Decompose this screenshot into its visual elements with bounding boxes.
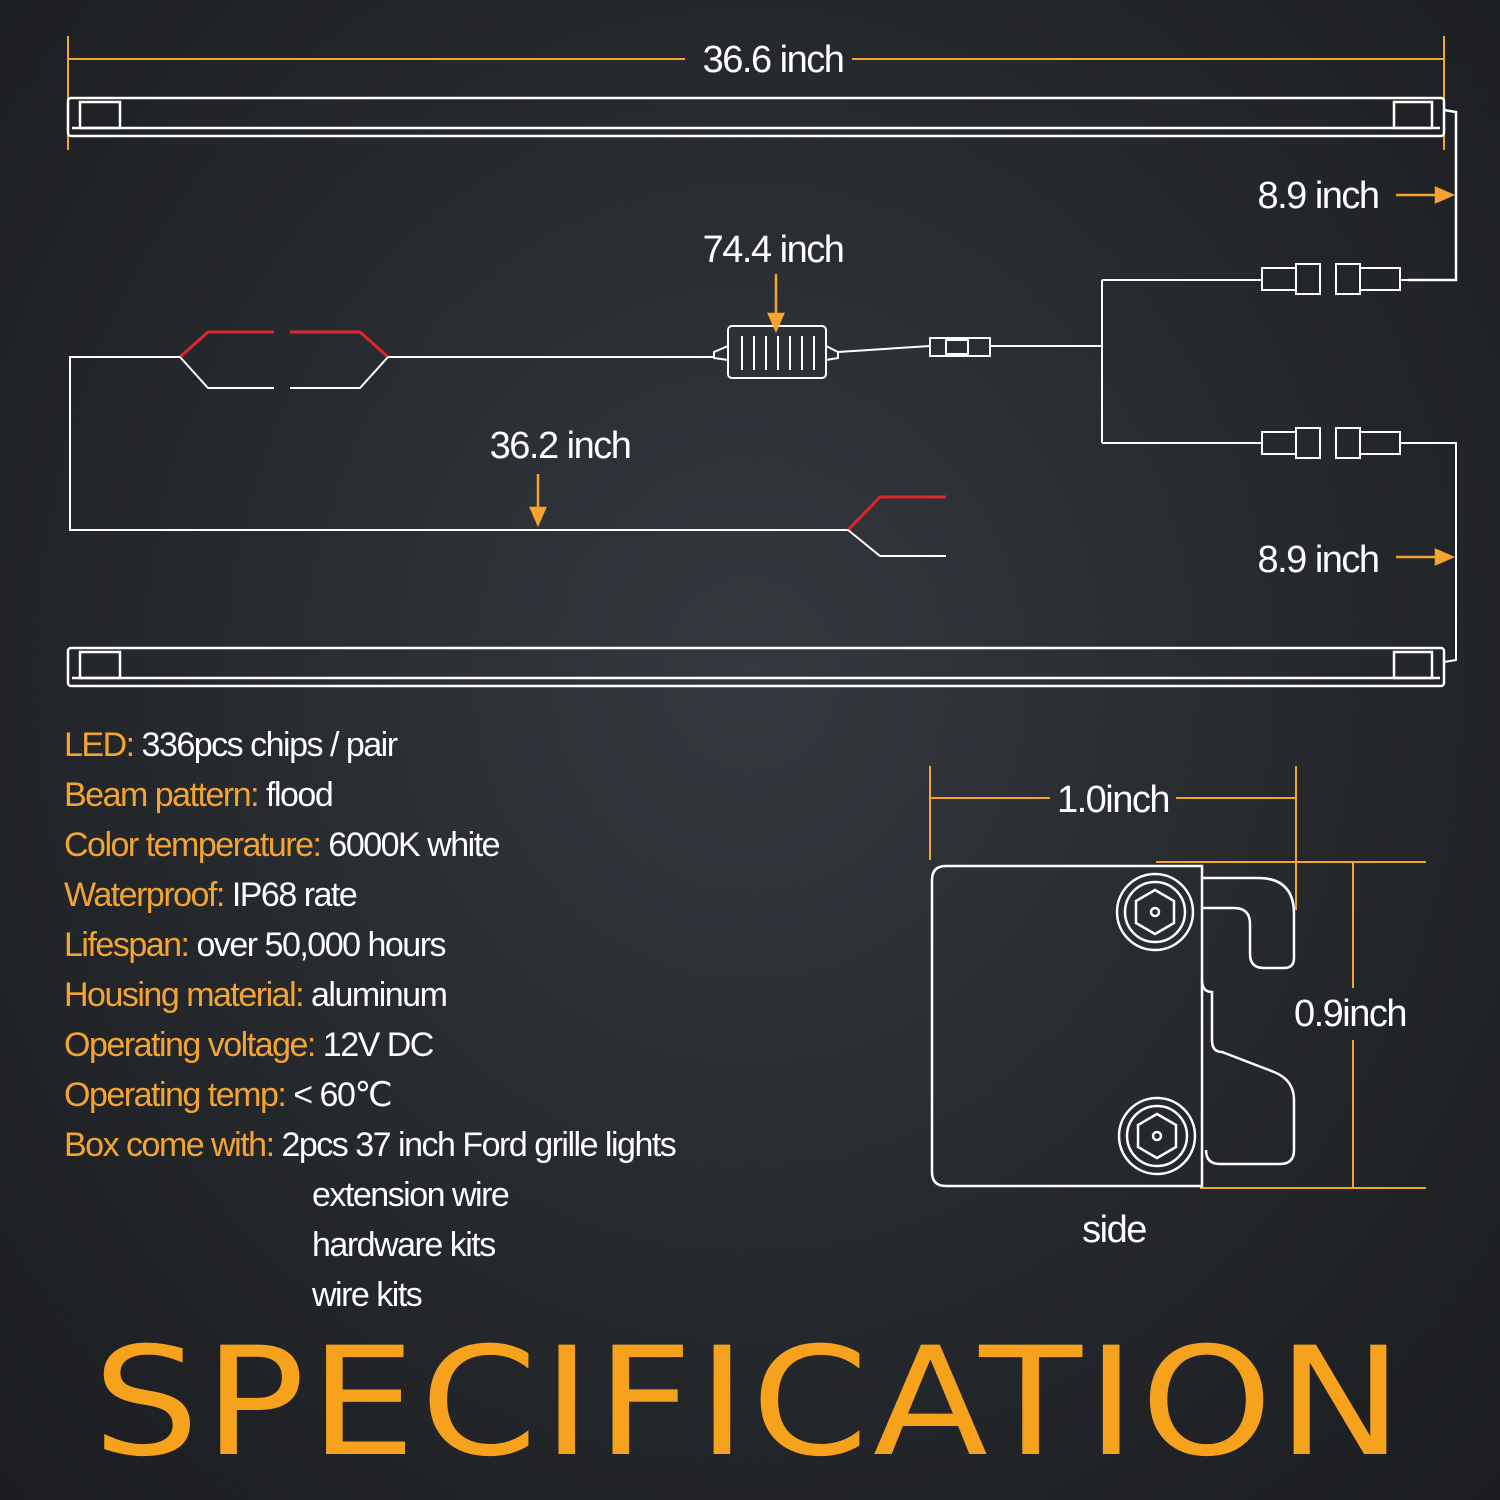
upper-connector-pair bbox=[1102, 263, 1410, 295]
box-extra-item: wire kits bbox=[312, 1276, 423, 1314]
spec-lifespan: Lifespan: over 50,000 hours bbox=[64, 920, 824, 970]
spec-label: Box come with: bbox=[64, 1126, 275, 1164]
spec-value: IP68 rate bbox=[231, 876, 358, 914]
spec-label: Beam pattern: bbox=[64, 776, 260, 814]
top-lead-arrow bbox=[1396, 186, 1456, 204]
side-height-dimension bbox=[1156, 861, 1426, 1189]
box-extra-item: hardware kits bbox=[312, 1226, 496, 1264]
spec-value: 12V DC bbox=[322, 1026, 435, 1064]
bar-length-label: 36.6 inch bbox=[703, 39, 844, 81]
spec-label: LED: bbox=[64, 726, 135, 764]
top-lead-label: 8.9 inch bbox=[1257, 175, 1378, 217]
power-lead-label: 36.2 inch bbox=[490, 425, 631, 467]
spec-label: Operating temp: bbox=[64, 1076, 287, 1114]
control-box-arrow bbox=[767, 274, 785, 334]
spec-beam-pattern: Beam pattern: flood bbox=[64, 770, 824, 820]
main-harness-label: 74.4 inch bbox=[703, 229, 844, 271]
spec-value: 336pcs chips / pair bbox=[141, 726, 399, 764]
side-width-dimension bbox=[929, 766, 1297, 910]
spec-list: LED: 336pcs chips / pair Beam pattern: f… bbox=[64, 720, 824, 1320]
spec-value: flood bbox=[266, 776, 334, 814]
side-caption: side bbox=[1082, 1209, 1146, 1251]
spec-box-contents: Box come with: 2pcs 37 inch Ford grille … bbox=[64, 1120, 824, 1170]
spec-value: aluminum bbox=[311, 976, 448, 1014]
bottom-lead-label: 8.9 inch bbox=[1257, 539, 1378, 581]
spec-label: Waterproof: bbox=[64, 876, 225, 914]
box-extra-item: extension wire bbox=[312, 1176, 510, 1214]
spec-operating-temp: Operating temp: < 60℃ bbox=[64, 1070, 824, 1120]
harness-split bbox=[929, 280, 1103, 443]
side-profile bbox=[930, 864, 1296, 1188]
spec-value: < 60℃ bbox=[293, 1076, 392, 1114]
spec-value: over 50,000 hours bbox=[196, 926, 446, 964]
power-lead-arrow bbox=[529, 474, 547, 528]
specification-banner: SPECIFICATION bbox=[92, 1316, 1408, 1490]
spec-housing-material: Housing material: aluminum bbox=[64, 970, 824, 1020]
spec-label: Housing material: bbox=[64, 976, 305, 1014]
battery-fork bbox=[69, 330, 848, 531]
spec-label: Lifespan: bbox=[64, 926, 190, 964]
spec-waterproof: Waterproof: IP68 rate bbox=[64, 870, 824, 920]
top-light-bar bbox=[66, 96, 1458, 282]
control-box bbox=[388, 325, 931, 379]
power-lead-tip bbox=[846, 495, 946, 557]
lower-connector-pair bbox=[1102, 427, 1457, 663]
spec-label: Operating voltage: bbox=[64, 1026, 316, 1064]
spec-operating-voltage: Operating voltage: 12V DC bbox=[64, 1020, 824, 1070]
bottom-lead-arrow bbox=[1396, 548, 1456, 566]
spec-value: 6000K white bbox=[328, 826, 500, 864]
spec-color-temperature: Color temperature: 6000K white bbox=[64, 820, 824, 870]
bottom-light-bar bbox=[66, 646, 1446, 688]
spec-led: LED: 336pcs chips / pair bbox=[64, 720, 824, 770]
side-width-label: 1.0inch bbox=[1057, 779, 1169, 821]
side-height-label: 0.9inch bbox=[1294, 993, 1406, 1035]
spec-label: Color temperature: bbox=[64, 826, 322, 864]
spec-value: 2pcs 37 inch Ford grille lights bbox=[281, 1126, 676, 1164]
